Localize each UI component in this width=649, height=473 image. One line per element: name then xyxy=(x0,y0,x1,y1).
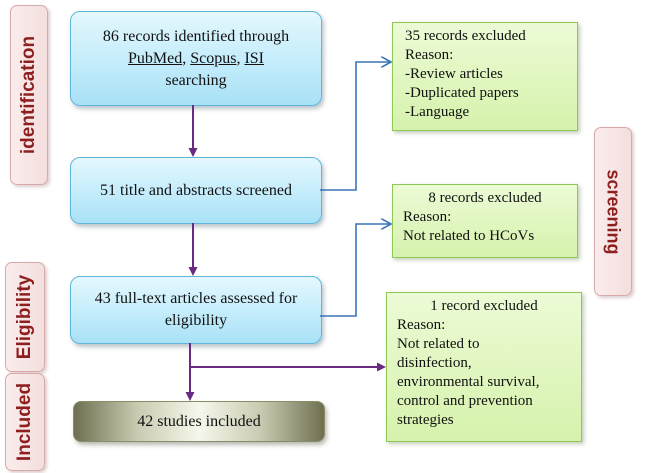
excluded-3-reason: environmental survival, xyxy=(397,374,540,390)
excluded-3-reason-label: Reason: xyxy=(397,317,446,333)
excluded-records-box-2: 8 records excluded Reason: Not related t… xyxy=(392,184,578,258)
database-pubmed: PubMed xyxy=(127,49,183,67)
database-isi: ISI xyxy=(244,49,265,67)
excluded-records-box-3: 1 record excluded Reason: Not related to… xyxy=(386,292,582,442)
identified-records-box: 86 records identified through PubMed, Sc… xyxy=(70,11,322,106)
excluded-1-reason: -Language xyxy=(405,104,470,120)
excluded-3-title: 1 record excluded xyxy=(430,298,538,314)
excluded-1-reason: -Duplicated papers xyxy=(405,85,519,101)
fulltext-assessed-line1: 43 full-text articles assessed for xyxy=(94,290,298,307)
exclusion-arrow-fulltext-to-excluded-2 xyxy=(320,224,390,317)
excluded-records-box-1: 35 records excluded Reason: -Review arti… xyxy=(392,22,578,131)
database-separator: , xyxy=(236,49,245,67)
identified-records-line3: searching xyxy=(165,71,227,89)
excluded-3-reason: Not related to xyxy=(397,336,480,352)
phase-label-included: Included xyxy=(5,373,45,471)
excluded-2-reason-label: Reason: xyxy=(403,209,452,225)
database-separator: , xyxy=(182,49,191,67)
fulltext-assessed-line2: eligibility xyxy=(164,312,228,329)
excluded-2-title: 8 records excluded xyxy=(428,190,542,206)
phase-label-identification: identification xyxy=(10,5,48,185)
identified-records-line1: 86 records identified through xyxy=(102,27,290,45)
excluded-2-reason: Not related to HCoVs xyxy=(403,228,535,244)
identified-records-databases: PubMed, Scopus, ISI xyxy=(128,48,264,70)
database-scopus: Scopus xyxy=(190,49,237,67)
fulltext-assessed-box: 43 full-text articles assessed for eligi… xyxy=(70,276,322,344)
excluded-3-reason: disinfection, xyxy=(397,355,472,371)
excluded-1-reason: -Review articles xyxy=(405,66,503,82)
studies-included-box: 42 studies included xyxy=(73,401,325,442)
excluded-1-title: 35 records excluded xyxy=(405,28,526,44)
phase-label-eligibility: Eligibility xyxy=(5,262,45,372)
excluded-3-reason: control and prevention xyxy=(397,393,533,409)
exclusion-arrow-screened-to-excluded-1 xyxy=(320,62,390,191)
screened-records-box: 51 title and abstracts screened xyxy=(70,157,322,224)
phase-label-screening: screening xyxy=(594,127,632,296)
screened-records-text: 51 title and abstracts screened xyxy=(100,181,292,199)
excluded-1-reason-label: Reason: xyxy=(405,47,454,63)
studies-included-text: 42 studies included xyxy=(137,412,261,430)
excluded-3-reason: strategies xyxy=(397,412,454,428)
